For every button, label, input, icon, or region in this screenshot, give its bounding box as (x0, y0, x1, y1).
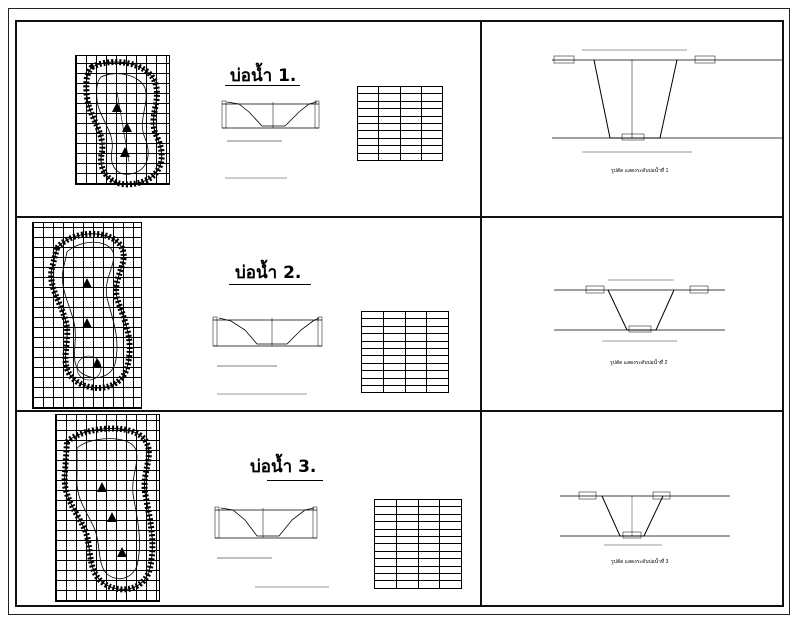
pond-2-section-sketch (212, 316, 323, 395)
pond-2-title: บ่อน้ำ 2. (235, 263, 302, 283)
pond-1-cross-section (552, 49, 782, 153)
pond-1-cross-section-panel: รูปตัด แสดงระดับบ่อน้ำที่ 1 (481, 21, 783, 217)
pond-3-spec-table (374, 498, 462, 589)
pond-2-cross-section-panel: รูปตัด แสดงระดับบ่อน้ำที่ 2 (481, 217, 783, 411)
pond-3-panel: บ่อน้ำ 3. (16, 411, 481, 606)
pond-1-section-caption: รูปตัด แสดงระดับบ่อน้ำที่ 1 (611, 168, 669, 174)
pond-3-title-underline (267, 480, 323, 481)
pond-2-spec-table (361, 310, 449, 394)
pond-1-spec-table (356, 85, 444, 161)
pond-3-cross-section-panel: รูปตัด แสดงระดับบ่อน้ำที่ 3 (481, 411, 783, 606)
pond-1-plan-drawing (83, 59, 165, 188)
drawing-grid: บ่อน้ำ 1. (15, 20, 784, 607)
drawing-sheet (8, 8, 790, 615)
pond-2-title-underline (229, 284, 311, 285)
pond-3-title: บ่อน้ำ 3. (250, 457, 317, 477)
pond-2-panel: บ่อน้ำ 2. (16, 217, 481, 411)
pond-1-panel: บ่อน้ำ 1. (16, 21, 481, 217)
pond-3-section-sketch (214, 506, 329, 588)
pond-2-cross-section (554, 279, 725, 342)
pond-1-title: บ่อน้ำ 1. (230, 66, 297, 86)
pond-3-cross-section (560, 491, 730, 546)
pond-1-section-sketch (221, 100, 320, 179)
pond-3-plan-drawing (61, 425, 156, 593)
pond-2-section-caption: รูปตัด แสดงระดับบ่อน้ำที่ 2 (610, 360, 668, 366)
pond-1-title-underline (225, 85, 300, 86)
pond-2-plan-drawing (48, 230, 133, 391)
pond-3-section-caption: รูปตัด แสดงระดับบ่อน้ำที่ 3 (611, 559, 669, 565)
